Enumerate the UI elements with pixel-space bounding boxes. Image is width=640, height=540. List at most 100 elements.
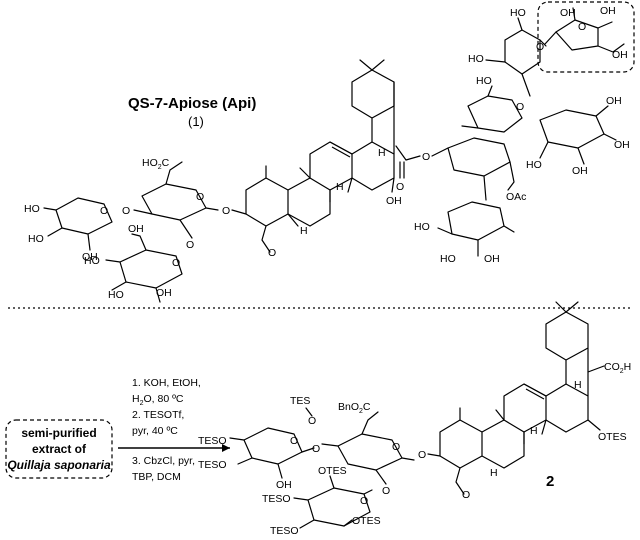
carboxyl-bond	[587, 365, 605, 373]
hydroxyl-label: OH	[614, 139, 630, 151]
hydroxyl-label: HO	[84, 255, 100, 267]
apiose-substituents	[544, 7, 625, 53]
tes-bond	[305, 407, 313, 417]
galactose-ring	[119, 249, 183, 289]
hydroxyl-label: HO	[28, 233, 44, 245]
condition-line: 1. KOH, EtOH,	[132, 377, 201, 389]
hydroxyl-label: OH	[82, 251, 98, 263]
hydroxyl-label: OH	[276, 479, 292, 491]
ring-b	[481, 419, 525, 469]
ring-oxygen: O	[172, 257, 180, 269]
lower-sugar-ring	[447, 201, 505, 241]
stereo-hydrogen: H	[378, 147, 386, 159]
stereo-hydrogen: H	[300, 225, 308, 237]
rhamnose-ring	[467, 95, 523, 133]
ring-e	[545, 311, 589, 397]
ester-oxygen: O	[422, 151, 430, 163]
apiose-ring-oxygen: O	[578, 21, 586, 33]
c16-otes-label: OTES	[598, 431, 627, 443]
double-bond	[329, 141, 353, 158]
compound-2-structure: 2 CO2H H OTES H H O O BnO2C O TES O	[198, 301, 631, 537]
ring-oxygen: O	[100, 205, 108, 217]
arrowhead	[222, 444, 230, 452]
condition-line: pyr, 40 ºC	[132, 425, 178, 437]
ring-c	[503, 383, 547, 433]
c3-substituents	[231, 209, 271, 253]
compound-1-number: (1)	[188, 114, 204, 129]
apiose-ring	[555, 19, 599, 51]
hydroxyl-label: OH	[156, 287, 172, 299]
starting-material-line: extract of	[32, 442, 87, 456]
galactose-substituents	[105, 219, 193, 303]
glycosidic-oxygen: O	[382, 485, 390, 497]
hydroxyl-label: HO	[414, 221, 430, 233]
teso-label: TESO	[198, 435, 227, 447]
apiose-oh-label: OH	[612, 49, 628, 61]
rhamnose-substituents	[461, 85, 493, 129]
hydroxyl-label: HO	[510, 7, 526, 19]
glycosidic-oxygen: O	[516, 101, 524, 113]
gem-dimethyl	[359, 59, 385, 71]
ring-b	[287, 177, 331, 227]
xylose-left-substituents	[43, 207, 91, 251]
carboxylic-acid-label: CO2H	[604, 361, 631, 375]
fucose-ring	[447, 137, 511, 177]
apiose-oh-label: OH	[560, 7, 576, 19]
apiose-highlight-box	[537, 1, 635, 73]
glycosidic-oxygen: O	[312, 443, 320, 455]
acetate-label: OAc	[506, 191, 526, 203]
bond	[431, 147, 449, 157]
otes-label: OTES	[318, 465, 347, 477]
galactose-substituents	[293, 469, 387, 529]
glucuronic-substituents	[321, 411, 415, 461]
teso-label: TESO	[198, 459, 227, 471]
xylose-oxygen-label: O	[536, 41, 544, 53]
starting-material-box	[5, 419, 113, 479]
ester-bonds	[395, 145, 421, 179]
hydroxyl-label: HO	[24, 203, 40, 215]
ring-e	[351, 69, 395, 143]
silyl-ether-oxygen: O	[308, 415, 316, 427]
teso-label: TESO	[262, 493, 291, 505]
carbonyl-oxygen: O	[396, 181, 404, 193]
ring-oxygen: O	[196, 191, 204, 203]
c3-oxygen: O	[418, 449, 426, 461]
c16-hydroxyl: OH	[386, 195, 402, 207]
hydroxyl-label: OH	[572, 165, 588, 177]
hydroxyl-label: OH	[484, 253, 500, 265]
tes-label: TES	[290, 395, 310, 407]
benzyl-ester-label: BnO2C	[338, 401, 371, 415]
xylose-substituents	[517, 17, 547, 97]
ring-oxygen: O	[360, 495, 368, 507]
c16-bond	[587, 419, 601, 431]
hydroxyl-label: HO	[468, 53, 484, 65]
carboxyl-label: HO2C	[142, 157, 170, 171]
xylose-ring-top	[504, 29, 541, 75]
aldehyde-oxygen: O	[268, 247, 276, 259]
ring-d	[351, 141, 395, 191]
hydroxyl-label: HO	[526, 159, 542, 171]
condition-line: H2O, 80 ºC	[132, 393, 184, 407]
starting-material-line: Quillaja saponaria	[7, 458, 111, 472]
glycosidic-oxygen: O	[122, 205, 130, 217]
stereo-hydrogen: H	[336, 181, 344, 193]
glucuronic-substituents	[133, 161, 219, 215]
double-bond	[523, 383, 547, 400]
fucose-substituents	[507, 161, 515, 191]
stereo-hydrogen: H	[574, 379, 582, 391]
otes-label: OTES	[352, 515, 381, 527]
apiose-oh-label: OH	[600, 5, 616, 17]
hydroxyl-label: HO	[440, 253, 456, 265]
lower-sugar-substituents	[437, 175, 515, 257]
gem-dimethyl	[555, 301, 579, 313]
c16-bond	[391, 177, 395, 193]
glucose-ring	[539, 109, 605, 149]
compound-1-name: QS-7-Apiose (Api)	[128, 95, 256, 112]
hydroxyl-label: HO	[108, 289, 124, 301]
c3-bond	[427, 453, 441, 457]
hydroxyl-label: OH	[606, 95, 622, 107]
c3-oxygen: O	[222, 205, 230, 217]
ring-a	[439, 419, 483, 469]
methyl-groups	[265, 165, 353, 227]
